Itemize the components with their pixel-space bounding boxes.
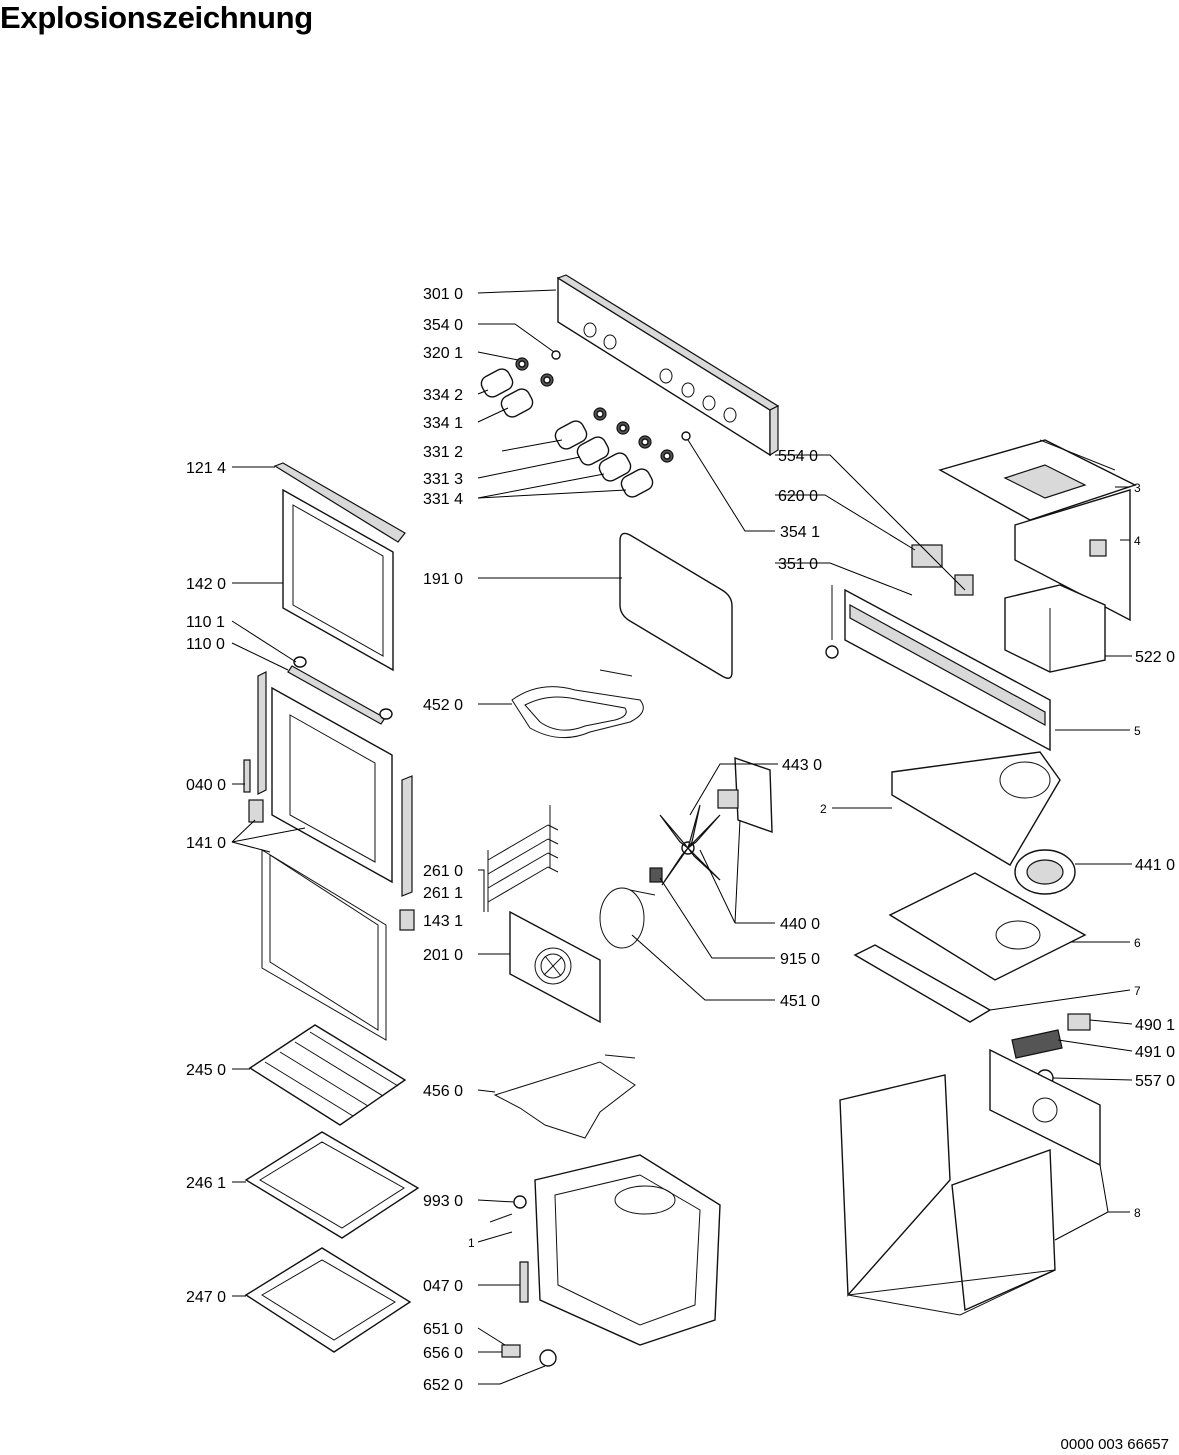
top-cover-and-back-plate-part [938, 439, 1137, 622]
door-top-profile-part [273, 462, 406, 543]
outer-casing-part [839, 1048, 1101, 1316]
label-5: 5 [1134, 724, 1141, 738]
cooling-plate-part [853, 872, 1087, 1023]
label-491-0: 491 0 [1135, 1044, 1175, 1061]
label-320-1: 320 1 [423, 345, 463, 362]
label-554-0: 554 0 [778, 448, 818, 465]
label-456-0: 456 0 [423, 1083, 463, 1100]
label-490-1: 490 1 [1135, 1017, 1175, 1034]
label-351-0: 351 0 [778, 556, 818, 573]
label-651-0: 651 0 [423, 1321, 463, 1338]
label-2: 2 [820, 802, 827, 816]
label-141-0: 141 0 [186, 835, 226, 852]
label-191-0: 191 0 [423, 571, 463, 588]
label-993-0: 993 0 [423, 1193, 463, 1210]
label-247-0: 247 0 [186, 1289, 226, 1306]
small-switch-parts [1011, 1013, 1091, 1087]
label-4: 4 [1134, 534, 1141, 548]
ring-heating-element-part [599, 887, 656, 949]
label-142-0: 142 0 [186, 576, 226, 593]
fan-and-motor-part [649, 757, 773, 886]
cooling-duct-top-part [891, 751, 1061, 866]
control-knobs-part [480, 350, 691, 498]
part-labels: 301 0 354 0 320 1 334 2 334 1 331 2 331 … [186, 286, 1175, 1394]
label-201-0: 201 0 [423, 947, 463, 964]
label-143-1: 143 1 [423, 913, 463, 930]
label-040-0: 040 0 [186, 777, 226, 794]
control-panel-part [556, 274, 780, 457]
wire-shelf-part [248, 1024, 407, 1126]
label-354-1: 354 1 [780, 524, 820, 541]
grill-heating-element-part [511, 669, 644, 739]
label-047-0: 047 0 [423, 1278, 463, 1295]
label-620-0: 620 0 [778, 488, 818, 505]
label-652-0: 652 0 [423, 1377, 463, 1394]
label-522-0: 522 0 [1135, 649, 1175, 666]
label-6: 6 [1134, 936, 1141, 950]
label-557-0: 557 0 [1135, 1073, 1175, 1090]
lower-heating-element-part [493, 1054, 636, 1139]
label-1: 1 [468, 1236, 475, 1250]
leader-lines [231, 289, 1133, 1385]
document-code: 0000 003 66657 [1060, 1436, 1169, 1453]
oven-door-seal-part [619, 532, 733, 679]
label-334-2: 334 2 [423, 387, 463, 404]
label-301-0: 301 0 [423, 286, 463, 303]
label-656-0: 656 0 [423, 1345, 463, 1362]
shelf-support-racks-part [487, 805, 559, 912]
door-glass-frame-part [261, 849, 415, 1041]
cooling-fan-part [1014, 849, 1076, 895]
oven-cavity-part [489, 1154, 721, 1367]
label-331-4: 331 4 [423, 491, 463, 508]
door-handle-part [287, 656, 393, 725]
label-441-0: 441 0 [1135, 857, 1175, 874]
baking-tray-part [244, 1131, 420, 1239]
label-331-3: 331 3 [423, 471, 463, 488]
label-354-0: 354 0 [423, 317, 463, 334]
label-8: 8 [1134, 1206, 1141, 1220]
label-451-0: 451 0 [780, 993, 820, 1010]
label-110-1: 110 1 [186, 614, 225, 631]
label-452-0: 452 0 [423, 697, 463, 714]
inner-door-glass-part [282, 488, 394, 672]
parts [243, 274, 1137, 1367]
label-331-2: 331 2 [423, 444, 463, 461]
electronic-control-module-part [1004, 584, 1106, 673]
label-245-0: 245 0 [186, 1062, 226, 1079]
outer-door-part [243, 671, 413, 897]
label-110-0: 110 0 [186, 636, 225, 653]
label-334-1: 334 1 [423, 415, 463, 432]
label-246-1: 246 1 [186, 1175, 226, 1192]
label-7: 7 [1134, 984, 1141, 998]
label-261-1: 261 1 [423, 885, 463, 902]
page-title: Explosionszeichnung [0, 0, 313, 35]
label-121-4: 121 4 [186, 460, 226, 477]
label-440-0: 440 0 [780, 916, 820, 933]
rear-fan-cover-part [509, 910, 601, 1024]
label-3: 3 [1134, 481, 1141, 495]
label-915-0: 915 0 [780, 951, 820, 968]
control-panel-frame-part [825, 544, 1051, 752]
label-261-0: 261 0 [423, 863, 463, 880]
label-443-0: 443 0 [782, 757, 822, 774]
deep-tray-part [244, 1247, 412, 1353]
